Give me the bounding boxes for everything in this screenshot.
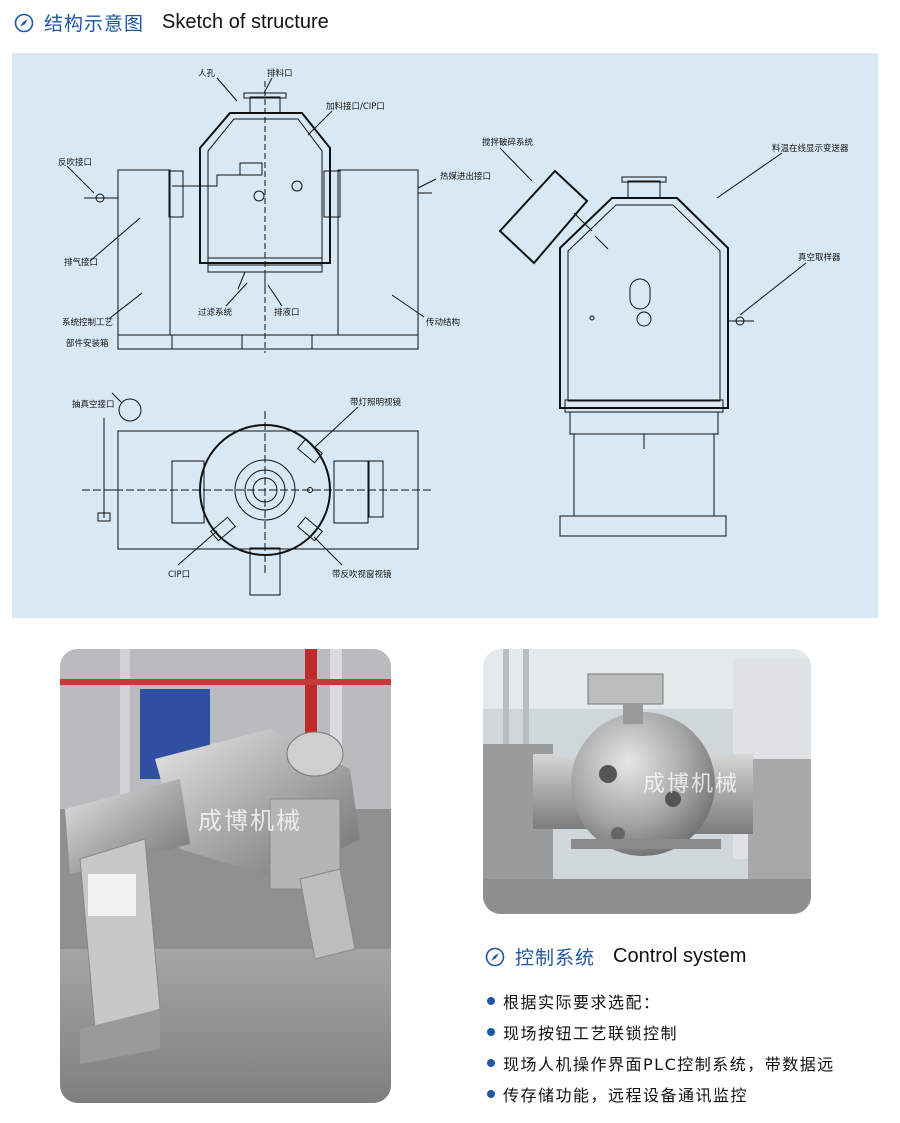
watermark-left: 成博机械: [198, 807, 302, 835]
label-filter-system: 过滤系统: [198, 307, 233, 318]
sketch-title-en: Sketch of structure: [162, 11, 329, 33]
equipment-photo-right: 成博机械: [483, 649, 811, 914]
bullet-icon: [487, 1089, 495, 1098]
side-view-drawing: [498, 147, 807, 537]
label-manhole: 人孔: [198, 69, 216, 79]
label-light-sightglass: 带灯照明视镜: [350, 397, 402, 408]
bullet-icon: [487, 996, 495, 1005]
structure-drawing: 人孔 排料口 加料接口/CIP口 反吹接口 热媒进出接口 排气接口 系统控制工艺…: [58, 68, 849, 596]
sketch-heading: 结构示意图 Sketch of structure: [14, 9, 329, 36]
control-item-text: 传存储功能，远程设备通讯监控: [503, 1085, 749, 1105]
control-list: 根据实际要求选配： 现场按钮工艺联锁控制 现场人机操作界面PLC控制系统，带数据…: [487, 985, 887, 1109]
compass-icon: [14, 13, 34, 32]
compass-icon: [485, 947, 505, 966]
label-backflush-port: 反吹接口: [58, 157, 92, 168]
label-control-cabinet: 系统控制工艺: [62, 317, 113, 328]
photo-right-art: [483, 649, 811, 914]
label-drain-port: 排液口: [274, 307, 300, 318]
control-title-en: Control system: [613, 945, 747, 967]
list-item: 传存储功能，远程设备通讯监控: [487, 1078, 887, 1109]
label-heat-medium-port: 热媒进出接口: [440, 171, 491, 182]
control-item-text: 现场人机操作界面PLC控制系统，带数据远: [503, 1054, 835, 1074]
front-view-drawing: [66, 77, 437, 353]
label-vacuum-port: 抽真空接口: [72, 399, 115, 410]
label-drive-structure: 传动结构: [426, 317, 460, 328]
label-backflush-sightglass: 带反吹视窗视镜: [332, 569, 392, 580]
watermark-right: 成博机械: [643, 772, 740, 797]
list-item: 根据实际要求选配：: [487, 985, 887, 1016]
label-control-cabinet-2: 部件安装箱: [66, 338, 109, 349]
label-exhaust-port: 排气接口: [64, 257, 98, 268]
bullet-icon: [487, 1058, 495, 1067]
bullet-icon: [487, 1027, 495, 1036]
list-item: 现场人机操作界面PLC控制系统，带数据远: [487, 1047, 887, 1078]
sketch-panel: 人孔 排料口 加料接口/CIP口 反吹接口 热媒进出接口 排气接口 系统控制工艺…: [12, 53, 878, 618]
control-item-text: 现场按钮工艺联锁控制: [503, 1023, 679, 1043]
list-item: 现场按钮工艺联锁控制: [487, 1016, 887, 1047]
label-vacuum-sampler: 真空取样器: [798, 252, 841, 263]
label-discharge-port: 排料口: [267, 68, 293, 79]
label-crusher: 搅拌破碎系统: [482, 137, 534, 148]
sketch-title-zh: 结构示意图: [44, 13, 145, 35]
equipment-photo-left: 成博机械: [60, 649, 391, 1103]
label-cip-port: CIP口: [168, 570, 190, 580]
top-view-drawing: [82, 392, 432, 596]
label-temp-transmitter: 料温在线显示变送器: [772, 143, 849, 154]
control-title-zh: 控制系统: [515, 947, 596, 969]
control-item-text: 根据实际要求选配：: [503, 992, 661, 1012]
control-heading: 控制系统 Control system: [485, 943, 746, 970]
photo-left-art: [60, 649, 391, 1103]
label-feed-port: 加料接口/CIP口: [326, 101, 385, 112]
